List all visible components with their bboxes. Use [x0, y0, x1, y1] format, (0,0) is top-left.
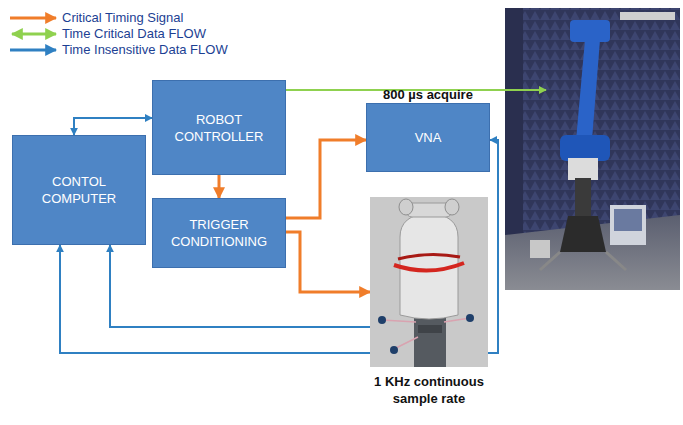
legend-sample [12, 33, 56, 36]
data-flow-arrow [74, 118, 152, 135]
box-label: VNA [409, 129, 448, 146]
box-label: CONTOL COMPUTER [13, 173, 145, 207]
legend-sample [10, 17, 56, 20]
timing-signal-arrow [286, 140, 366, 218]
process-box: VNA [366, 103, 490, 172]
legend-text: Critical Timing Signal [62, 10, 183, 25]
legend-text: Time Critical Data FLOW [62, 26, 206, 41]
probe-illustration [370, 197, 488, 367]
box-label: ROBOT CONTROLLER [153, 111, 285, 145]
box-label: TRIGGER CONDITIONING [153, 216, 285, 250]
sensor-probe: 1 KHz continuous sample rate [370, 197, 488, 367]
node-caption: 1 KHz continuous sample rate [350, 373, 508, 407]
annotation-label: 800 µs acquire [383, 87, 473, 102]
process-box: TRIGGER CONDITIONING [152, 198, 286, 268]
robot-photo [505, 8, 680, 290]
process-box: CONTOL COMPUTER [12, 135, 146, 245]
legend-text: Time Insensitive Data FLOW [62, 42, 228, 57]
timing-signal-arrow [286, 232, 370, 292]
timing-signal-arrow [218, 175, 221, 198]
process-box: ROBOT CONTROLLER [152, 80, 286, 175]
legend-sample [10, 49, 56, 52]
